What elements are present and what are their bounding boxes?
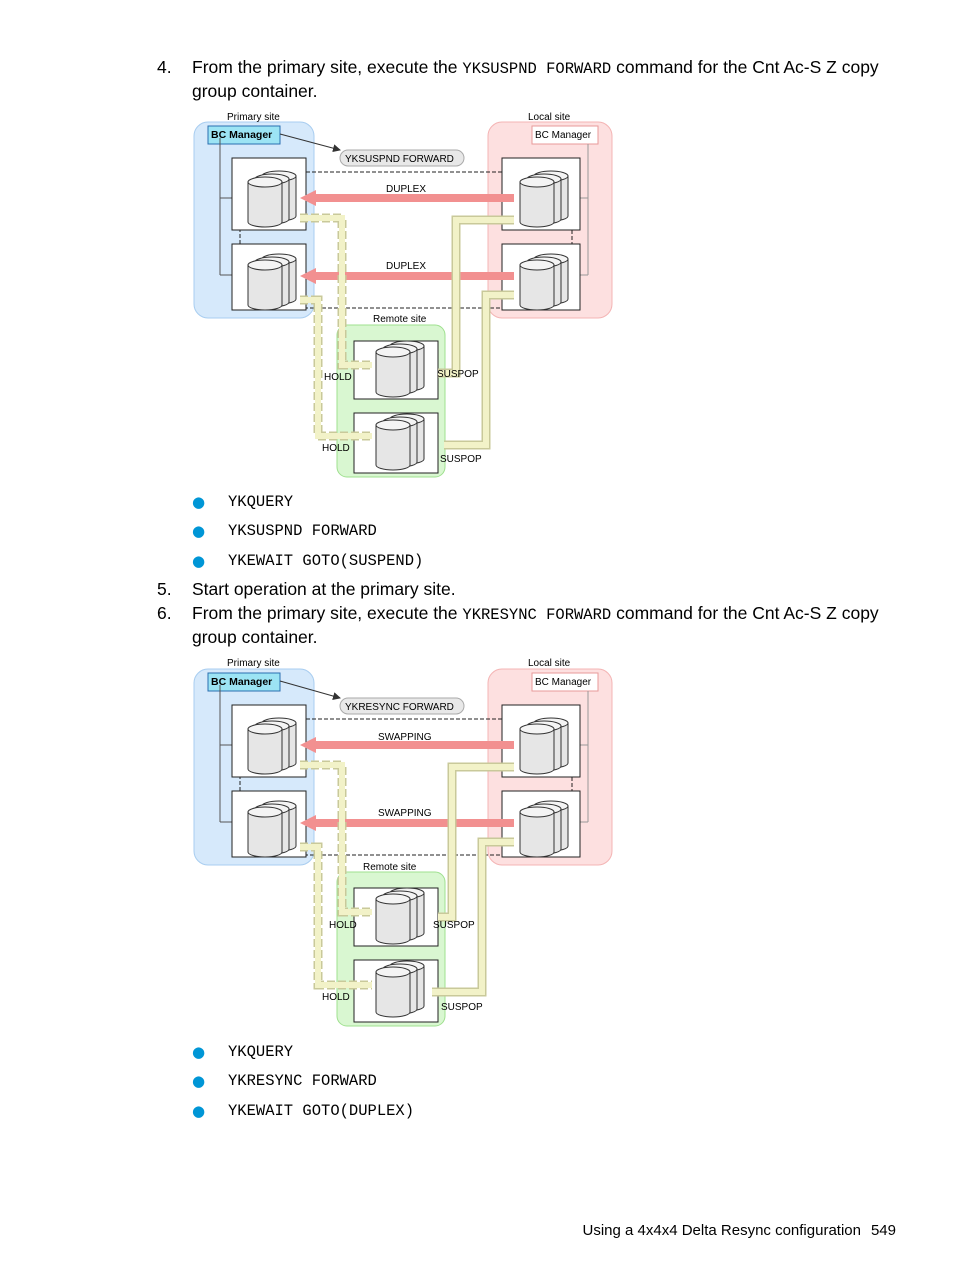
volume-icon: [375, 887, 425, 945]
volume-icon: [375, 413, 425, 471]
step-number: 6.: [157, 603, 172, 623]
svg-text:BC Manager: BC Manager: [211, 129, 272, 141]
diagram-svg: Primary site Local site Remote site BC M…: [193, 112, 613, 478]
remote-status-left-top: HOLD: [329, 920, 357, 931]
command-label: YKSUSPND FORWARD: [345, 154, 454, 165]
copy-group-container: [239, 171, 573, 309]
pair-status-bottom: SWAPPING: [378, 808, 432, 819]
remote-status-right-bottom: SUSPOP: [440, 454, 482, 465]
pair-status-top: DUPLEX: [386, 184, 426, 195]
remote-site-label: Remote site: [373, 314, 427, 325]
primary-site-label: Primary site: [227, 658, 280, 669]
footer-title: Using a 4x4x4 Delta Resync configuration: [582, 1222, 861, 1239]
volume-icon: [519, 253, 569, 311]
command-label: YKRESYNC FORWARD: [345, 702, 454, 713]
step-text: From the primary site, execute the YKSUS…: [192, 57, 879, 101]
diagram-suspend: Primary site Local site Remote site BC M…: [192, 110, 616, 478]
volume-icon: [247, 170, 297, 228]
bc-manager-local: [531, 125, 599, 145]
volume-icon: [247, 253, 297, 311]
pair-arrow-top: [300, 190, 514, 206]
copy-arrow-local-top: [438, 217, 514, 376]
remote-status-left-bottom: HOLD: [322, 992, 350, 1003]
volume-icon: [247, 800, 297, 858]
page-footer: Using a 4x4x4 Delta Resync configuration…: [572, 1222, 896, 1239]
svg-text:BC Manager: BC Manager: [535, 677, 592, 688]
remote-status-left-top: HOLD: [324, 372, 352, 383]
primary-site-label: Primary site: [227, 112, 280, 123]
diagram-svg: Primary site Local site Remote site BC M…: [193, 658, 613, 1027]
copy-arrow-local-bottom: [444, 292, 514, 448]
copy-group-container: [239, 718, 573, 856]
volume-icon: [375, 960, 425, 1018]
command-pointer: [279, 133, 341, 153]
volume-icon: [247, 717, 297, 775]
command-label-box: [339, 697, 465, 715]
volume-icon: [375, 340, 425, 398]
step-text: Start operation at the primary site.: [192, 579, 456, 599]
local-site-label: Local site: [528, 112, 571, 123]
svg-text:BC Manager: BC Manager: [211, 676, 272, 688]
command-code: YKSUSPND FORWARD: [462, 60, 612, 78]
volume-icon: [519, 800, 569, 858]
remote-status-right-top: SUSPOP: [437, 369, 479, 380]
copy-arrow-primary-bottom: [300, 297, 372, 439]
remote-status-right-top: SUSPOP: [433, 920, 475, 931]
pair-arrow-bottom: [300, 815, 514, 831]
volume-icon: [519, 170, 569, 228]
volume-icon-group: [247, 170, 569, 471]
command-code: YKRESYNC FORWARD: [462, 606, 612, 624]
step-text: From the primary site, execute the YKRES…: [192, 603, 879, 647]
bc-manager-local: [531, 672, 599, 692]
copy-arrow-primary-top: [300, 762, 372, 915]
pair-status-top: SWAPPING: [378, 732, 432, 743]
command-pointer: [279, 680, 341, 700]
pair-status-bottom: DUPLEX: [386, 261, 426, 272]
remote-status-left-bottom: HOLD: [322, 443, 350, 454]
svg-text:BC Manager: BC Manager: [535, 130, 592, 141]
step-number: 4.: [157, 57, 172, 77]
volume-icon-group: [247, 717, 569, 1018]
diagram-resync: Primary site Local site Remote site BC M…: [192, 657, 616, 1027]
copy-arrow-primary-bottom: [300, 844, 372, 988]
copy-arrow-local-bottom: [432, 839, 514, 995]
bc-manager-primary: [207, 125, 281, 145]
volume-icon: [519, 717, 569, 775]
command-label-box: [339, 149, 465, 167]
copy-arrow-local-top: [438, 764, 514, 920]
bc-manager-primary: [207, 672, 281, 692]
local-site-label: Local site: [528, 658, 571, 669]
step-number: 5.: [157, 579, 172, 599]
pair-arrow-top: [300, 737, 514, 753]
remote-status-right-bottom: SUSPOP: [441, 1002, 483, 1013]
page-number: 549: [870, 1222, 896, 1239]
remote-site-label: Remote site: [363, 862, 417, 873]
copy-arrow-primary-top: [300, 215, 372, 368]
